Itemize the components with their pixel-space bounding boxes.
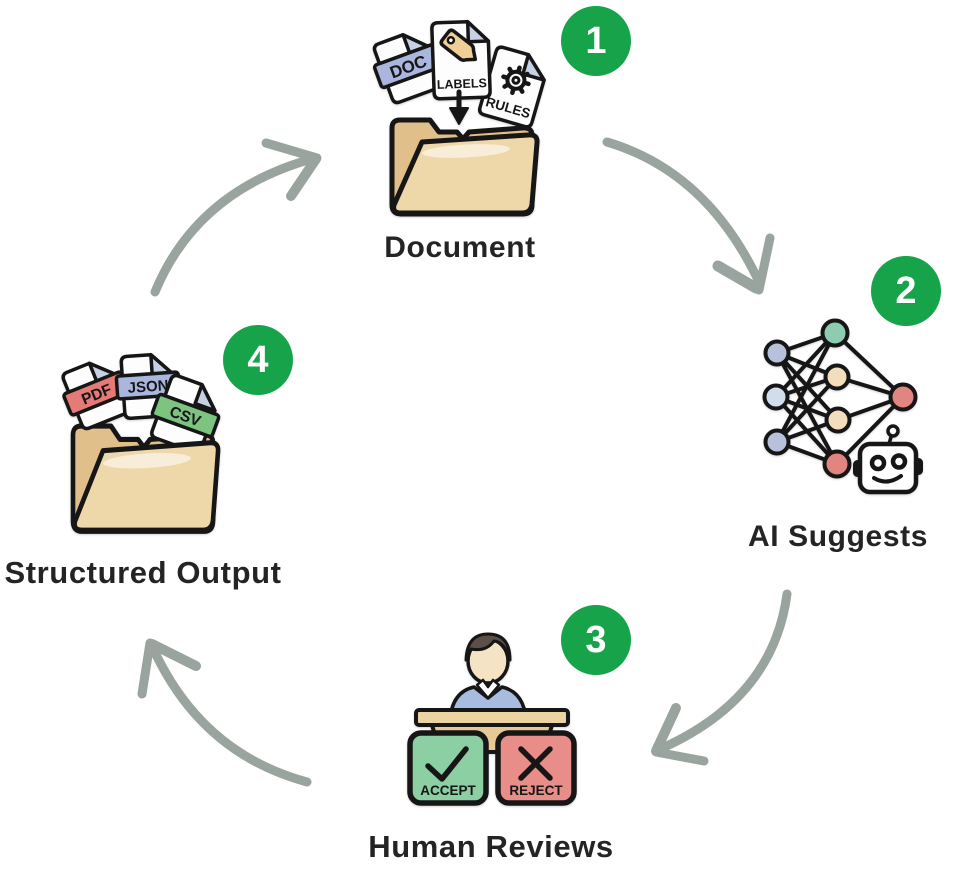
step-label-ai-suggests: AI Suggests bbox=[748, 520, 928, 553]
robot-icon bbox=[853, 424, 923, 495]
badge-number: 4 bbox=[247, 338, 269, 381]
step-label-document: Document bbox=[384, 231, 536, 264]
arrow-document-to-ai bbox=[602, 137, 775, 295]
folder-front bbox=[391, 132, 540, 216]
tag-icon bbox=[439, 28, 478, 62]
network-edges bbox=[774, 331, 905, 466]
output-folder-icon: PDF JSON CSV bbox=[61, 352, 221, 534]
badge-number: 3 bbox=[585, 618, 607, 661]
document-folder-icon: DOC RULES LABEL bbox=[372, 19, 546, 217]
folder-front bbox=[72, 440, 221, 533]
step-badge-4: 4 bbox=[223, 325, 293, 395]
svg-text:REJECT: REJECT bbox=[509, 783, 563, 798]
reject-button: REJECT bbox=[495, 730, 577, 806]
badge-number: 2 bbox=[895, 269, 917, 312]
step-badge-2: 2 bbox=[871, 256, 941, 326]
arrow-output-to-document bbox=[150, 138, 322, 297]
person-icon bbox=[448, 632, 528, 722]
arrow-human-to-output bbox=[137, 638, 312, 787]
pdf-file-icon: PDF bbox=[61, 361, 131, 431]
step-badge-3: 3 bbox=[561, 605, 631, 675]
svg-text:LABELS: LABELS bbox=[437, 76, 487, 92]
accept-button: ACCEPT bbox=[407, 730, 489, 806]
step-badge-1: 1 bbox=[561, 6, 631, 76]
arrow-ai-to-human bbox=[651, 589, 792, 766]
network-nodes bbox=[762, 318, 918, 479]
labels-file-icon: LABELS bbox=[430, 19, 492, 101]
reviewer-icon: ACCEPT REJECT bbox=[407, 632, 577, 806]
drop-in-arrow-icon bbox=[449, 89, 469, 125]
neural-network-icon bbox=[762, 318, 923, 495]
csv-file-icon: CSV bbox=[150, 373, 221, 455]
step-label-structured-output: Structured Output bbox=[4, 555, 282, 590]
svg-text:ACCEPT: ACCEPT bbox=[420, 783, 476, 798]
rules-file-icon: RULES bbox=[477, 45, 546, 129]
gear-icon bbox=[501, 65, 531, 96]
svg-text:JSON: JSON bbox=[127, 377, 169, 397]
step-label-human-reviews: Human Reviews bbox=[368, 829, 614, 864]
badge-number: 1 bbox=[585, 19, 607, 62]
